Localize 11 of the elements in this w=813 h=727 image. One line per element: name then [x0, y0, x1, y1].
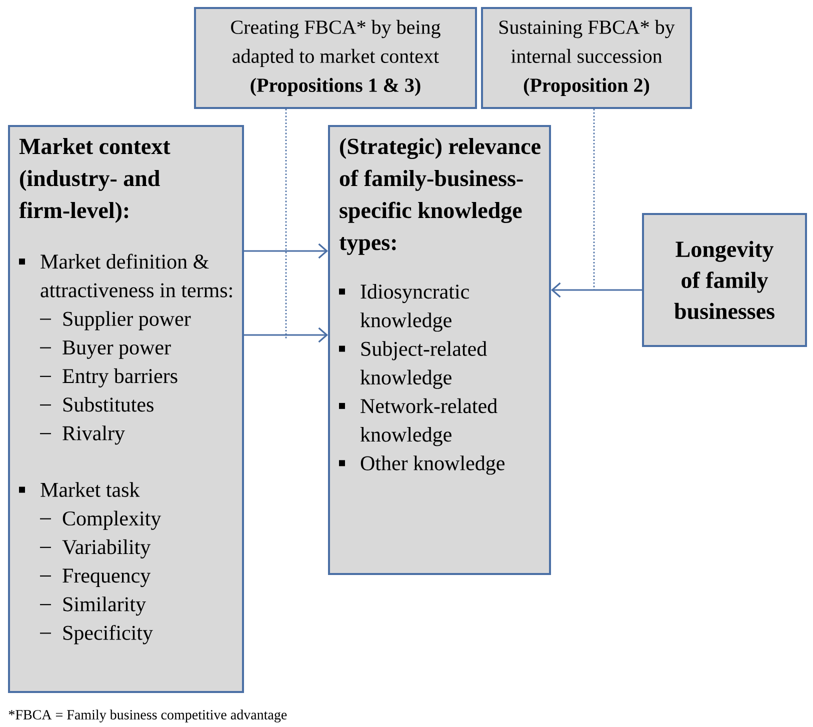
outcome-box: Longevity of family businesses [642, 213, 807, 347]
footnote: *FBCA = Family business competitive advantage [8, 710, 287, 722]
proposition-box: Sustaining FBCA* by internal succession (Proposition 2) [481, 7, 692, 109]
arrow [551, 282, 642, 298]
dotted-line [285, 109, 287, 340]
arrow [244, 243, 328, 259]
dotted-line [593, 109, 595, 290]
proposition-box: Creating FBCA* by being adapted to market context (Propositions 1 & 3) [194, 7, 477, 109]
arrow [244, 327, 328, 343]
knowledge-box: (Strategic) relevance of family-business-specific knowledge types: Idiosyncratic knowledge Subject-related knowledge Network-related knowledge Other knowledge [328, 125, 551, 575]
context-box: Market context (industry- and firm-level): Market definition & attractiveness in terms: Supplier power Buyer power Entry barriers Substitutes Rivalry Market task Complexity Variability Frequency Similarity Specificity [8, 125, 244, 693]
